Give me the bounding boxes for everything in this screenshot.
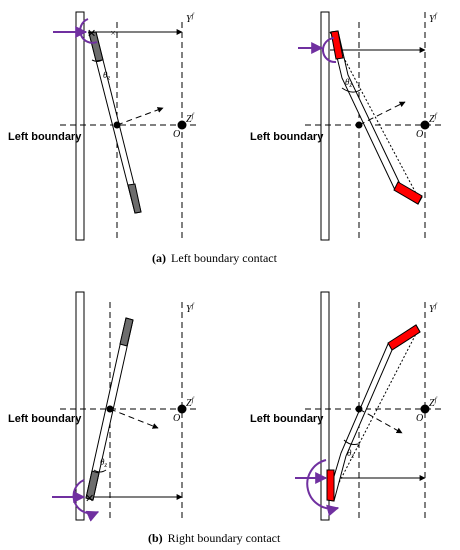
velocity-arrow	[116, 107, 164, 126]
rotation-arrow	[72, 479, 100, 522]
velocity-arrow	[358, 408, 403, 434]
velocity-arrow	[358, 101, 406, 126]
rod-body	[326, 324, 421, 502]
svg-text:θz: θz	[100, 457, 107, 469]
boundary-label: Left boundary	[250, 131, 324, 143]
y-axis-label: Yf	[429, 302, 438, 315]
velocity-arrow	[109, 408, 159, 429]
y-axis-label: Yf	[186, 12, 195, 25]
z-axis-label: Zf	[186, 396, 195, 409]
caption-b: (b)Right boundary contact	[148, 531, 281, 545]
svg-text:✕: ✕	[85, 493, 94, 505]
boundary-wall	[320, 11, 330, 241]
svg-text:✕: ✕	[87, 28, 96, 40]
rod-end-top	[119, 317, 134, 347]
rod-center	[106, 405, 114, 413]
projection-line	[329, 31, 419, 198]
rod-center	[113, 121, 121, 129]
panel-a-right: θz Left boundary Yf Zf O	[250, 11, 445, 241]
rotation-arrow	[306, 459, 340, 517]
z-axis-label: Zf	[186, 112, 195, 125]
rod-center	[355, 121, 363, 129]
rod-end-bottom	[326, 469, 335, 502]
theta-arc	[93, 469, 107, 473]
theta-arc	[343, 439, 359, 445]
theta-arc	[91, 59, 103, 62]
svg-text:×: ×	[110, 28, 116, 38]
theta-arc	[341, 87, 361, 93]
boundary-wall	[75, 11, 85, 241]
rod-end-top	[88, 31, 104, 62]
svg-text:θz: θz	[347, 448, 354, 460]
origin-label: O	[173, 129, 180, 140]
y-axis-label: Yf	[186, 302, 195, 315]
z-axis-label: Zf	[429, 112, 438, 125]
origin-label: O	[416, 413, 423, 424]
svg-text:θz: θz	[103, 70, 110, 82]
boundary-label: Left boundary	[250, 413, 324, 425]
projection-line	[329, 329, 419, 501]
boundary-wall	[320, 291, 330, 521]
panel-a-left: × θz ✕ Left boundary Yf Zf O	[8, 11, 200, 241]
y-axis-label: Yf	[429, 12, 438, 25]
boundary-label: Left boundary	[8, 131, 82, 143]
rod-center	[355, 405, 363, 413]
panel-b-left: θz ✕ Left boundary Yf Zf O	[8, 291, 200, 522]
origin-point	[420, 404, 430, 414]
boundary-wall	[75, 291, 85, 521]
origin-label: O	[416, 129, 423, 140]
origin-point	[177, 120, 187, 130]
origin-point	[420, 120, 430, 130]
rod-end-bottom	[127, 183, 142, 214]
rod-end-bottom	[393, 181, 423, 205]
z-axis-label: Zf	[429, 396, 438, 409]
boundary-label: Left boundary	[8, 413, 82, 425]
origin-point	[177, 404, 187, 414]
rod-end-bottom	[85, 470, 100, 501]
origin-label: O	[173, 413, 180, 424]
svg-text:θz: θz	[345, 77, 352, 89]
caption-a: (a)Left boundary contact	[152, 251, 278, 265]
rod-end-top	[387, 324, 421, 351]
panel-b-right: θz Left boundary Yf Zf O	[250, 291, 445, 521]
